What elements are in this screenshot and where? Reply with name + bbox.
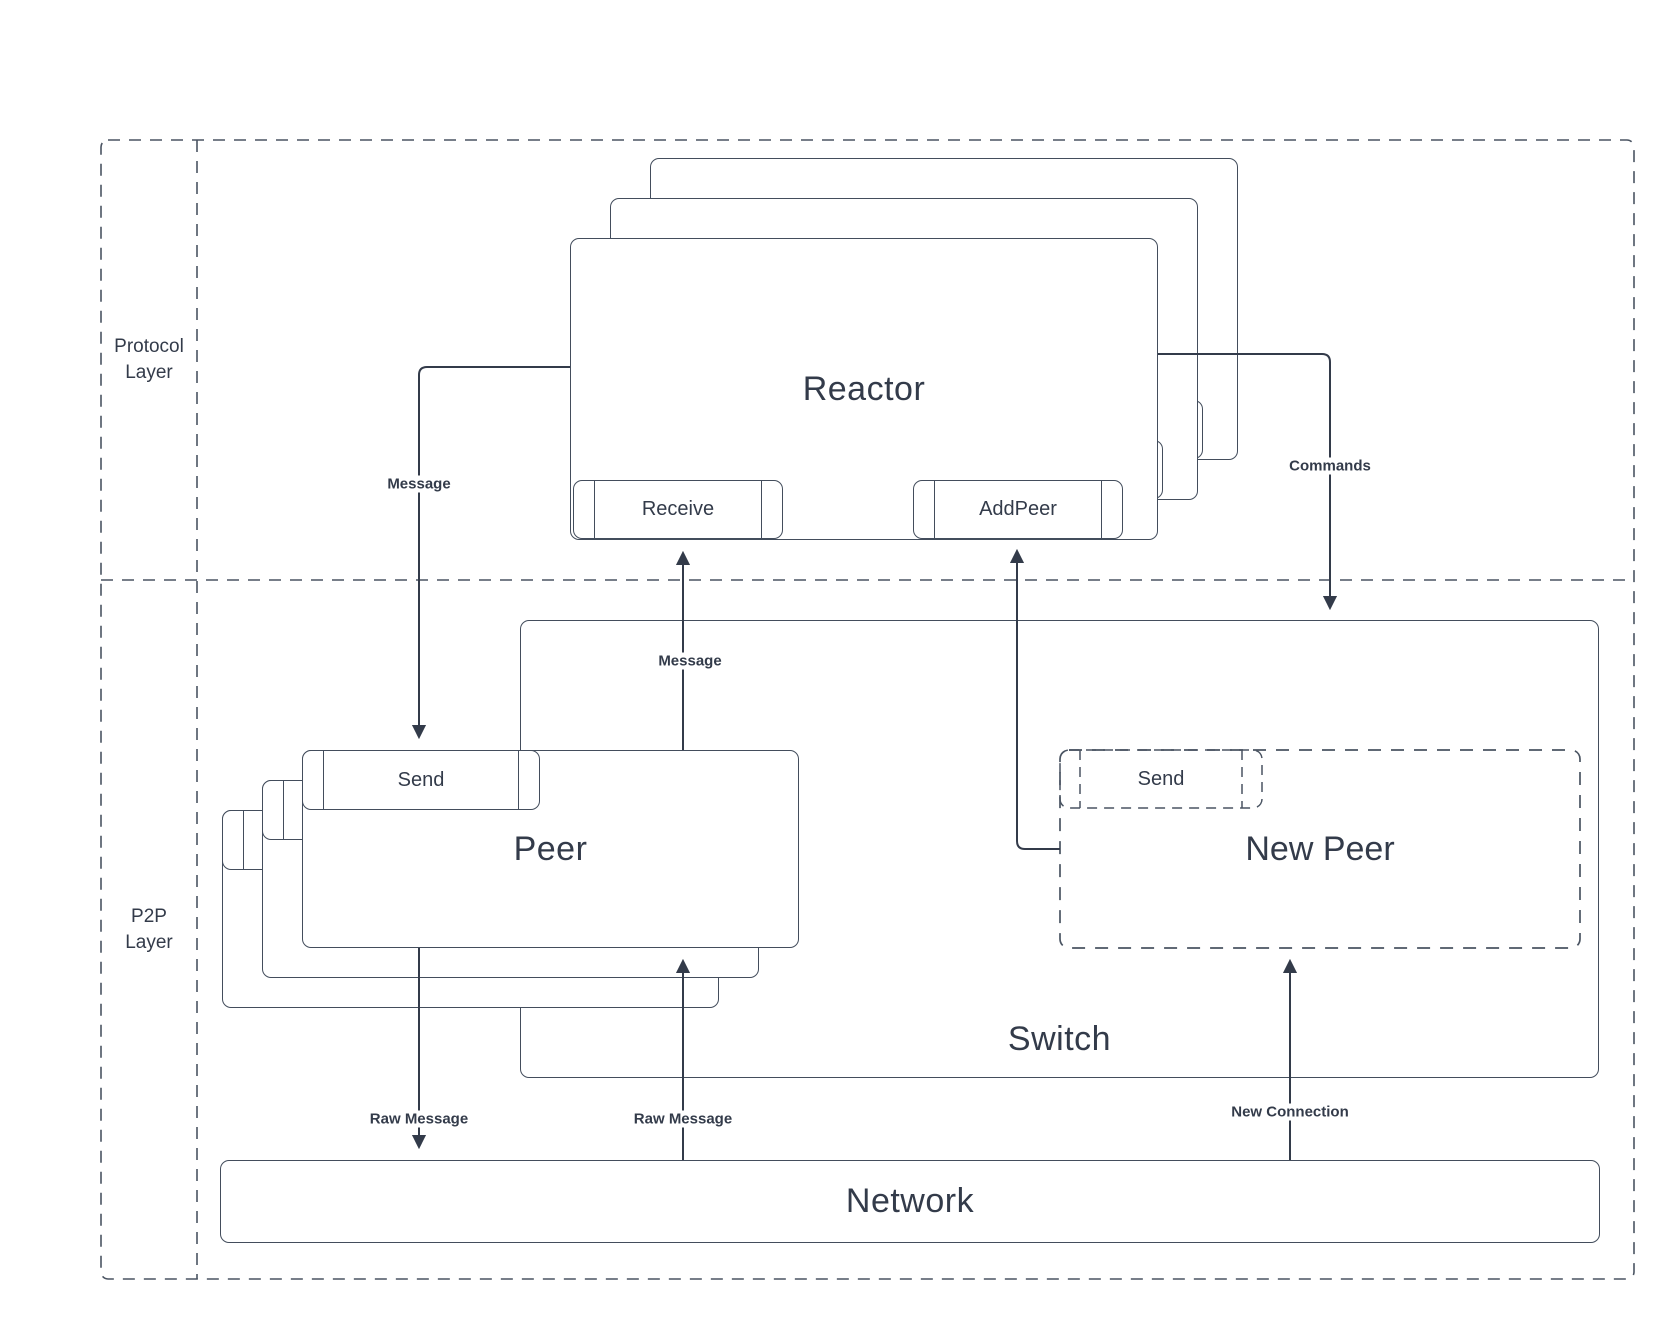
edge-label-message-to-peer: Message: [383, 475, 455, 493]
network-node: Network: [220, 1160, 1600, 1243]
edge-label-raw-message-out: Raw Message: [365, 1110, 473, 1128]
protocol-layer-label-text: Protocol Layer: [114, 336, 184, 383]
p2p-layer-label: P2P Layer: [101, 580, 197, 1279]
network-title: Network: [845, 1182, 975, 1220]
edge-label-new-connection: New Connection: [1227, 1103, 1353, 1121]
edge-label-raw-message-in: Raw Message: [629, 1110, 737, 1128]
reactor-addpeer-port-label: AddPeer: [979, 498, 1057, 520]
reactor-receive-port: Receive: [573, 480, 783, 539]
protocol-layer-label: Protocol Layer: [101, 140, 197, 580]
new-peer-send-port-label: Send: [1137, 767, 1185, 790]
p2p-layer-label-text: P2P Layer: [125, 905, 173, 953]
reactor-receive-port-label: Receive: [641, 498, 715, 520]
edge-label-message-to-reactor: Message: [654, 652, 726, 670]
peer-node: Peer Send: [302, 750, 799, 948]
peer-send-port: Send: [302, 750, 540, 810]
edge-label-commands: Commands: [1285, 457, 1375, 475]
reactor-node: Reactor Receive AddPeer: [570, 238, 1158, 540]
peer-send-port-label: Send: [397, 768, 445, 791]
reactor-addpeer-port: AddPeer: [913, 480, 1123, 539]
